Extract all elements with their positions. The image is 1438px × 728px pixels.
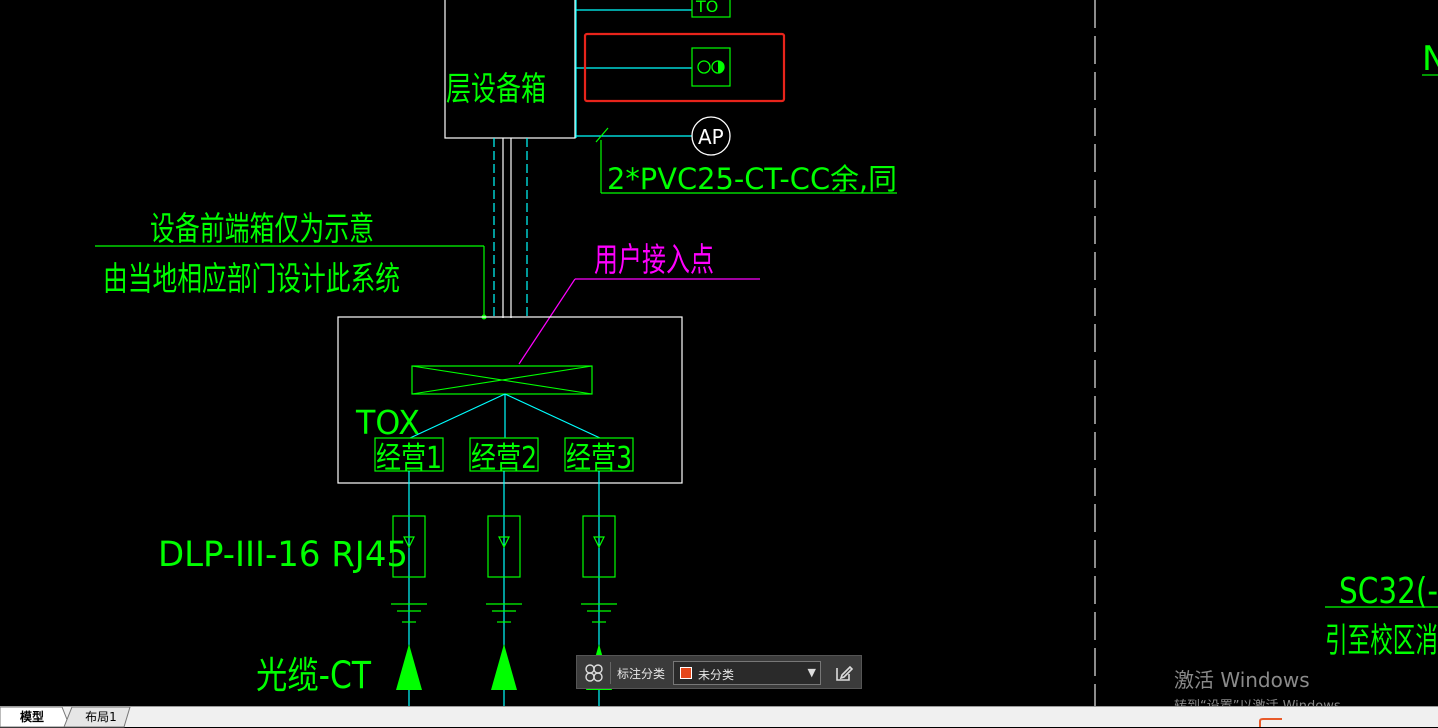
category-color-swatch <box>680 667 692 679</box>
category-select[interactable]: 未分类 ▼ <box>673 661 821 685</box>
ap-label: AP <box>698 125 724 149</box>
edit-icon[interactable] <box>833 662 855 684</box>
connector-group <box>391 515 617 623</box>
user-access-leader <box>518 278 576 365</box>
ap-circle <box>691 116 731 156</box>
note-line-2: 由当地相应部门设计此系统 <box>103 259 400 298</box>
dual-outlet-box[interactable] <box>691 47 731 87</box>
note-line-1: 设备前端箱仅为示意 <box>150 209 374 248</box>
module-label-3: 经营3 <box>566 441 632 476</box>
equipment-box-label: 层设备箱 <box>446 69 546 108</box>
tox-box <box>337 316 683 484</box>
annotation-category-label: 标注分类 <box>617 667 666 681</box>
module-label-1: 经营1 <box>376 441 442 476</box>
fiber-label: 光缆-CT <box>256 654 371 697</box>
equipment-box <box>444 0 576 139</box>
category-select-value: 未分类 <box>698 668 735 682</box>
grid-icon[interactable] <box>583 662 605 684</box>
outlet-fill-mark <box>718 61 724 73</box>
user-access-label: 用户接入点 <box>594 240 714 279</box>
tab-model[interactable]: 模型 <box>19 710 44 724</box>
patch-panel <box>411 365 593 395</box>
patch-panel-cross-2 <box>411 365 593 395</box>
watermark-title: 激活 Windows <box>1174 668 1310 692</box>
module-label-2: 经营2 <box>471 441 537 476</box>
layout-tab-bar: 模型 布局1 <box>0 706 1438 728</box>
cable-spec-label: 2*PVC25-CT-CC余,同 <box>607 162 897 196</box>
chevron-down-icon: ▼ <box>807 666 816 679</box>
tab-layout1[interactable]: 布局1 <box>85 710 117 724</box>
corner-indicator-icon <box>1259 718 1282 727</box>
connector-label: DLP-III-16 RJ45 <box>158 535 408 575</box>
right-sc-fragment: SC32(- <box>1339 571 1438 612</box>
fanout-line-1 <box>409 393 506 439</box>
selection-highlight <box>583 32 786 103</box>
annotation-category-toolbar: 标注分类 未分类 ▼ <box>576 655 862 689</box>
to-outlet-label: TO <box>695 0 718 16</box>
outlet-circle-icon <box>697 60 711 74</box>
tox-label: TOX <box>355 403 420 442</box>
right-route-fragment: 引至校区消 <box>1325 621 1438 661</box>
to-outlet-box <box>691 0 731 18</box>
cable-tick <box>595 127 609 143</box>
fanout-line-3 <box>504 393 601 439</box>
right-top-fragment: N <box>1422 39 1438 79</box>
toolbar-separator <box>610 662 611 684</box>
